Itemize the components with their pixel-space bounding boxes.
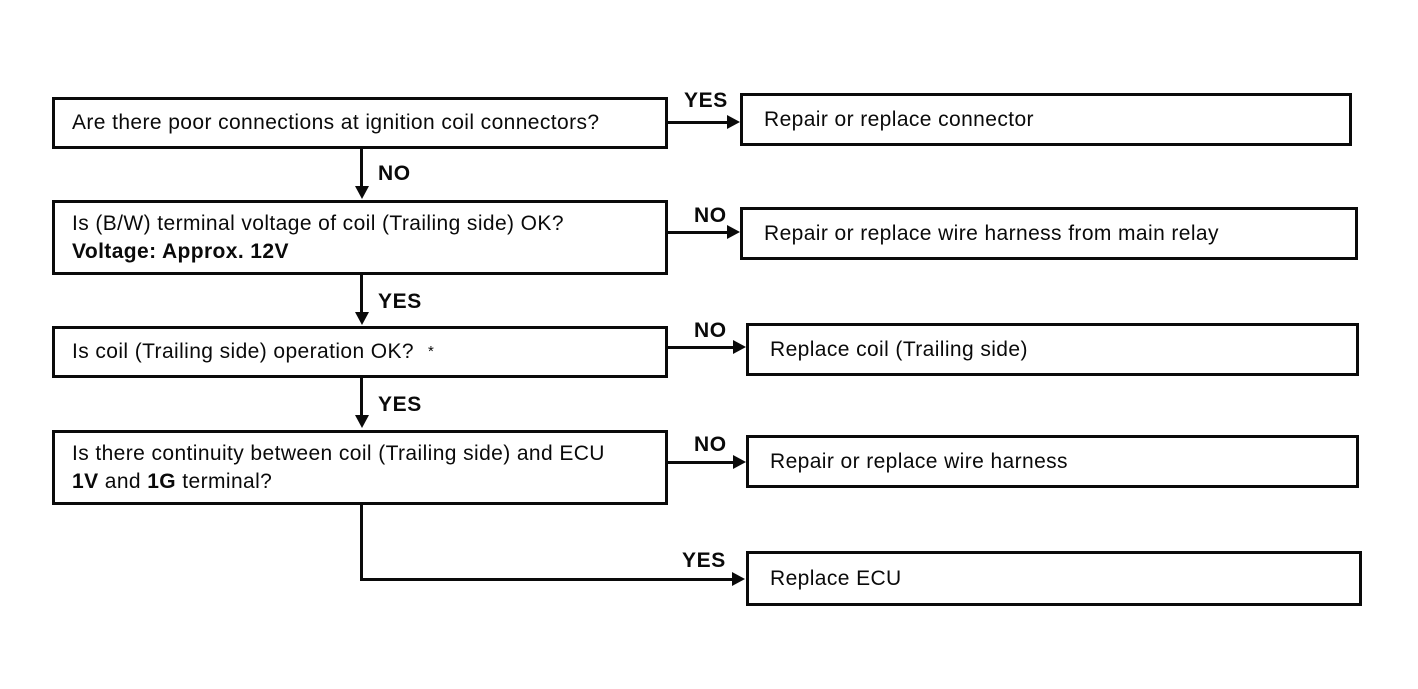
action-box-replace-coil: Replace coil (Trailing side): [746, 323, 1359, 376]
question-box-terminal-voltage: Is (B/W) terminal voltage of coil (Trail…: [52, 200, 668, 275]
action-text: Repair or replace wire harness from main…: [764, 221, 1219, 245]
connector-q2-a2-line: [668, 231, 728, 234]
question-text: Is (B/W) terminal voltage of coil (Trail…: [72, 211, 564, 235]
edge-label-yes-2: YES: [378, 290, 422, 313]
connector-q3-a3-line: [668, 346, 734, 349]
arrowhead-down-q2: [355, 186, 369, 199]
action-box-repair-harness-main-relay: Repair or replace wire harness from main…: [740, 207, 1358, 260]
edge-label-yes-1: YES: [684, 89, 728, 112]
edge-label-yes-3: YES: [378, 393, 422, 416]
action-text: Replace coil (Trailing side): [770, 337, 1028, 361]
connector-q4-a5-vline: [360, 505, 363, 581]
arrowhead-right-a4: [733, 455, 746, 469]
arrowhead-down-q4: [355, 415, 369, 428]
question-spec-text: Voltage: Approx. 12V: [72, 239, 289, 263]
question-text-main: Is coil (Trailing side) operation OK?: [72, 340, 414, 364]
terminal-tail: terminal?: [176, 469, 273, 493]
question-text: Is coil (Trailing side) operation OK? *: [72, 338, 665, 366]
arrowhead-down-q3: [355, 312, 369, 325]
connector-q1-q2-line: [360, 149, 363, 187]
action-text: Repair or replace wire harness: [770, 449, 1068, 473]
edge-label-no-1: NO: [378, 162, 411, 185]
arrowhead-right-a2: [727, 225, 740, 239]
action-text: Replace ECU: [770, 566, 902, 590]
connector-q4-a4-line: [668, 461, 734, 464]
question-box-poor-connections: Are there poor connections at ignition c…: [52, 97, 668, 149]
terminal-1g: 1G: [147, 469, 177, 493]
question-text-line2: 1V and 1G terminal?: [72, 468, 665, 496]
edge-label-yes-4: YES: [682, 549, 726, 572]
arrowhead-right-a5: [732, 572, 745, 586]
question-text: Is there continuity between coil (Traili…: [72, 441, 605, 465]
terminal-mid: and: [98, 469, 148, 493]
edge-label-no-4: NO: [694, 433, 727, 456]
edge-label-no-3: NO: [694, 319, 727, 342]
edge-label-no-2: NO: [694, 204, 727, 227]
connector-q4-a5-hline: [360, 578, 733, 581]
footnote-mark: *: [428, 343, 435, 361]
action-box-repair-harness: Repair or replace wire harness: [746, 435, 1359, 488]
connector-q1-a1-line: [668, 121, 728, 124]
connector-q3-q4-line: [360, 378, 363, 416]
question-box-continuity: Is there continuity between coil (Traili…: [52, 430, 668, 505]
arrowhead-right-a1: [727, 115, 740, 129]
question-text: Are there poor connections at ignition c…: [72, 111, 600, 135]
question-box-coil-operation: Is coil (Trailing side) operation OK? *: [52, 326, 668, 378]
arrowhead-right-a3: [733, 340, 746, 354]
action-box-replace-ecu: Replace ECU: [746, 551, 1362, 606]
terminal-1v: 1V: [72, 469, 99, 493]
action-box-repair-connector: Repair or replace connector: [740, 93, 1352, 146]
connector-q2-q3-line: [360, 275, 363, 313]
action-text: Repair or replace connector: [764, 107, 1034, 131]
